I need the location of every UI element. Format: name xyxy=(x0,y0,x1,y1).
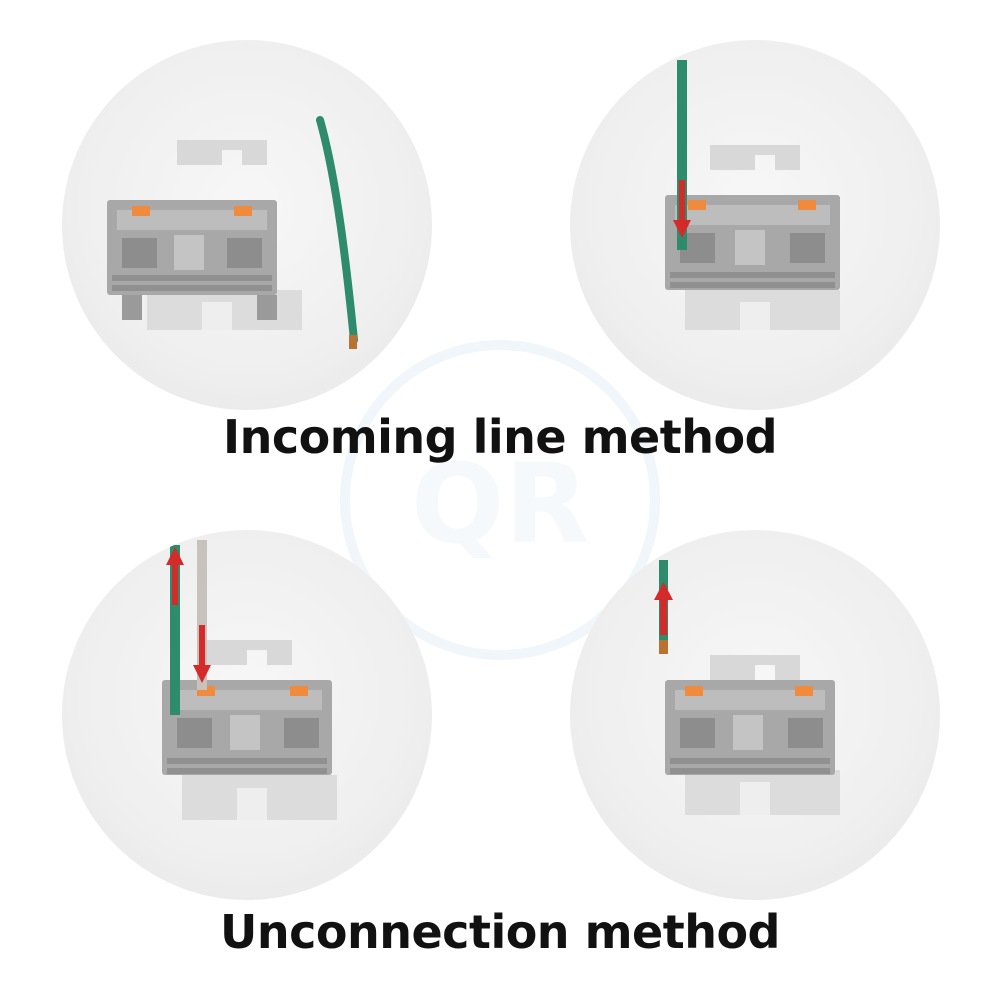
terminal-block-illustration xyxy=(654,560,840,815)
photo-wire-insertion xyxy=(570,40,940,410)
terminal-block-illustration xyxy=(665,60,840,330)
photo-wire-release xyxy=(62,530,432,900)
caption-unconnection-method: Unconnection method xyxy=(220,905,780,959)
caption-incoming-line-method: Incoming line method xyxy=(222,410,778,464)
photo-wire-removed xyxy=(570,530,940,900)
photo-terminal-with-wire xyxy=(62,40,432,410)
terminal-block-illustration xyxy=(162,540,337,820)
terminal-block-illustration xyxy=(107,116,358,349)
